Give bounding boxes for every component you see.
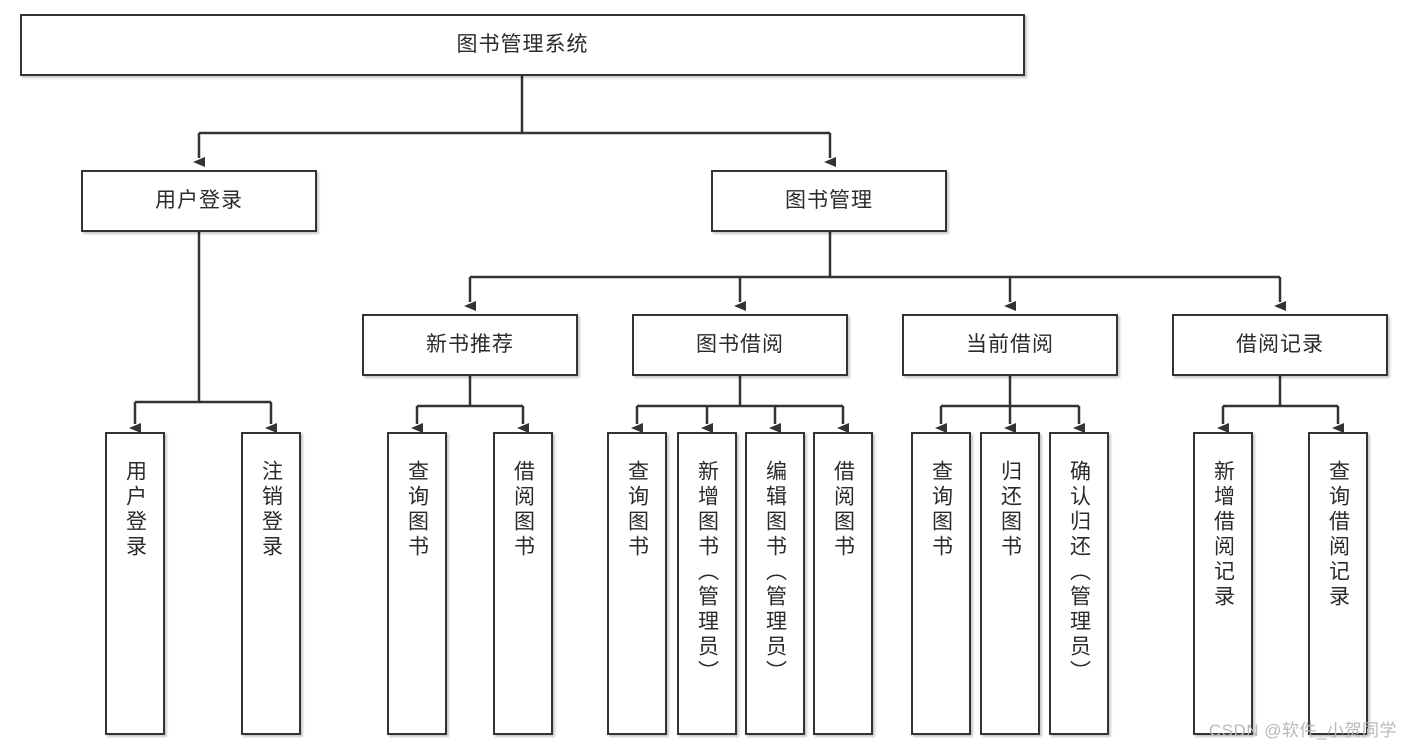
leaf-logout-label: 注销登录 [259, 460, 283, 560]
leaf-return-book-label: 归还图书 [998, 460, 1022, 560]
leaf-query-book-current[interactable]: 查询图书 [911, 432, 971, 735]
leaf-edit-book-admin[interactable]: 编辑图书（管理员） [745, 432, 805, 735]
leaf-add-book-admin[interactable]: 新增图书（管理员） [677, 432, 737, 735]
node-book-management[interactable]: 图书管理 [711, 170, 947, 232]
node-root-label: 图书管理系统 [456, 32, 589, 56]
node-book-management-label: 图书管理 [785, 188, 873, 212]
node-user-login[interactable]: 用户登录 [81, 170, 317, 232]
node-borrow-record[interactable]: 借阅记录 [1172, 314, 1388, 376]
leaf-query-borrow-record[interactable]: 查询借阅记录 [1308, 432, 1368, 735]
leaf-borrow-book-recommend-label: 借阅图书 [511, 460, 535, 560]
leaf-add-borrow-record-label: 新增借阅记录 [1211, 460, 1235, 610]
leaf-user-login-label: 用户登录 [123, 460, 147, 560]
leaf-return-book[interactable]: 归还图书 [980, 432, 1040, 735]
node-current-borrow-label: 当前借阅 [966, 332, 1054, 356]
node-book-borrow[interactable]: 图书借阅 [632, 314, 848, 376]
csdn-watermark: CSDN @软件_小贺同学 [1208, 721, 1397, 740]
node-root[interactable]: 图书管理系统 [20, 14, 1025, 76]
node-new-book-recommend-label: 新书推荐 [426, 332, 514, 356]
leaf-add-book-admin-label: 新增图书（管理员） [695, 460, 719, 685]
leaf-logout[interactable]: 注销登录 [241, 432, 301, 735]
leaf-borrow-book-label: 借阅图书 [831, 460, 855, 560]
leaf-query-book-borrow[interactable]: 查询图书 [607, 432, 667, 735]
leaf-user-login[interactable]: 用户登录 [105, 432, 165, 735]
leaf-query-book-borrow-label: 查询图书 [625, 460, 649, 560]
leaf-query-book-recommend-label: 查询图书 [405, 460, 429, 560]
leaf-borrow-book[interactable]: 借阅图书 [813, 432, 873, 735]
node-new-book-recommend[interactable]: 新书推荐 [362, 314, 578, 376]
node-current-borrow[interactable]: 当前借阅 [902, 314, 1118, 376]
leaf-query-book-current-label: 查询图书 [929, 460, 953, 560]
node-borrow-record-label: 借阅记录 [1236, 332, 1324, 356]
node-user-login-label: 用户登录 [155, 188, 243, 212]
node-book-borrow-label: 图书借阅 [696, 332, 784, 356]
leaf-query-book-recommend[interactable]: 查询图书 [387, 432, 447, 735]
leaf-confirm-return-admin[interactable]: 确认归还（管理员） [1049, 432, 1109, 735]
leaf-edit-book-admin-label: 编辑图书（管理员） [763, 460, 787, 685]
leaf-confirm-return-admin-label: 确认归还（管理员） [1067, 460, 1091, 685]
leaf-add-borrow-record[interactable]: 新增借阅记录 [1193, 432, 1253, 735]
leaf-borrow-book-recommend[interactable]: 借阅图书 [493, 432, 553, 735]
leaf-query-borrow-record-label: 查询借阅记录 [1326, 460, 1350, 610]
